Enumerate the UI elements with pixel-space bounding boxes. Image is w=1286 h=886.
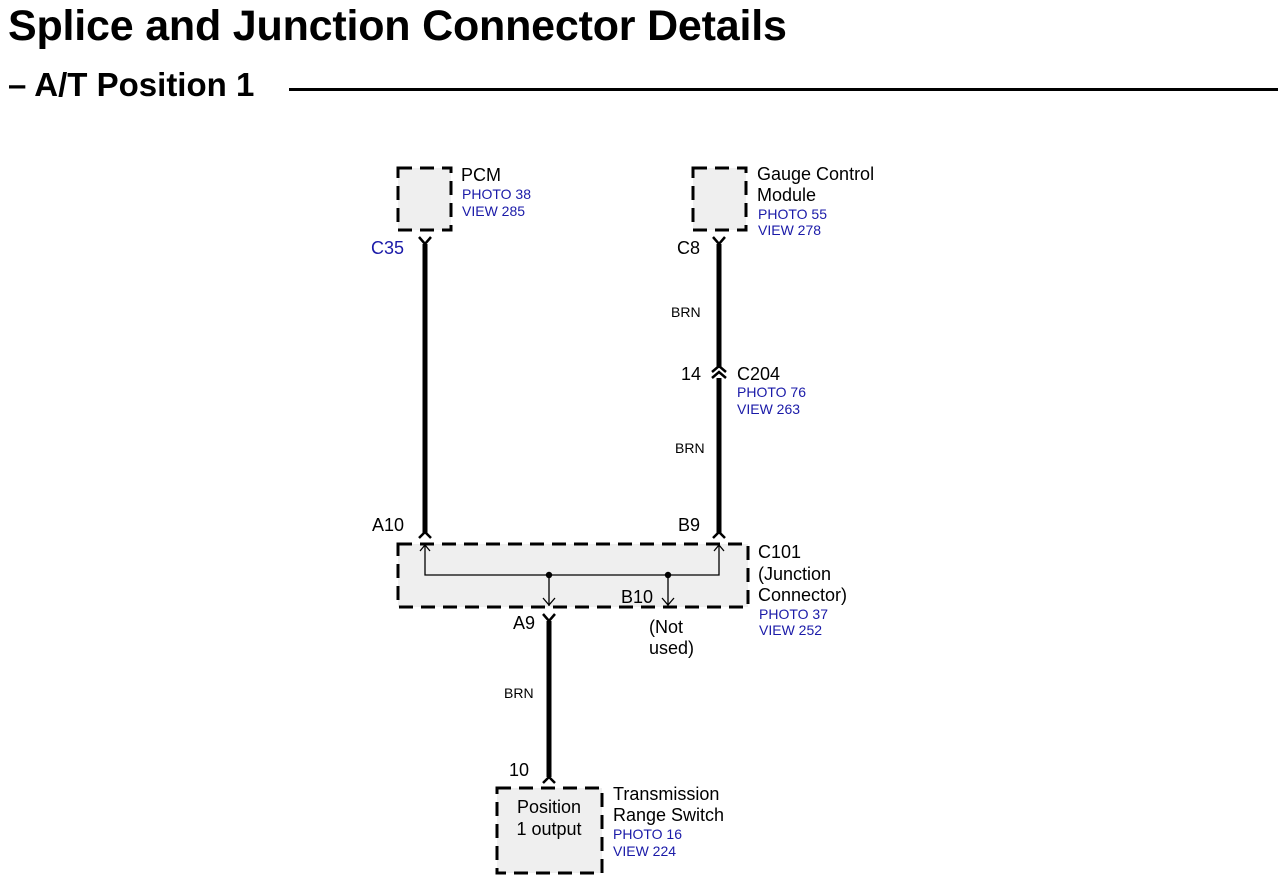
trs-pin-icon bbox=[542, 775, 556, 784]
gauge-connector-label: C8 bbox=[677, 238, 700, 258]
c101-view-link[interactable]: VIEW 252 bbox=[759, 622, 822, 638]
c101-internal-bus bbox=[424, 544, 720, 576]
trs-inner-line1: Position bbox=[517, 797, 581, 817]
wire-color-brn-upper: BRN bbox=[671, 304, 701, 320]
trs-box[interactable] bbox=[495, 786, 604, 875]
c101-label-line2: (Junction bbox=[758, 564, 831, 584]
gauge-photo-link[interactable]: PHOTO 55 bbox=[758, 206, 827, 222]
c101-pin-a9: A9 bbox=[513, 613, 535, 633]
c101-label-line1: C101 bbox=[758, 542, 801, 562]
trs-photo-link[interactable]: PHOTO 16 bbox=[613, 826, 682, 842]
c101-photo-link[interactable]: PHOTO 37 bbox=[759, 606, 828, 622]
c101-label-line3: Connector) bbox=[758, 585, 847, 605]
wire-color-brn-lower: BRN bbox=[504, 685, 534, 701]
pcm-photo-link[interactable]: PHOTO 38 bbox=[462, 186, 531, 202]
c101-inner-arrow-b10 bbox=[661, 597, 675, 606]
c101-not-used-line1: (Not bbox=[649, 617, 683, 637]
gauge-label-line1: Gauge Control bbox=[757, 164, 874, 184]
gauge-box[interactable] bbox=[691, 166, 748, 232]
c101-pin-b10: B10 bbox=[621, 587, 653, 607]
section-heading: – A/T Position 1 bbox=[8, 66, 255, 103]
c101-splice-dot-b10 bbox=[664, 571, 672, 579]
c204-label: C204 bbox=[737, 364, 780, 384]
pcm-pin-icon bbox=[418, 236, 432, 246]
trs-label-line2: Range Switch bbox=[613, 805, 724, 825]
c101-pin-a10: A10 bbox=[372, 515, 404, 535]
pcm-label: PCM bbox=[461, 165, 501, 185]
c204-photo-link[interactable]: PHOTO 76 bbox=[737, 384, 806, 400]
section-rule bbox=[289, 88, 1278, 91]
c101-inner-arrow-a10 bbox=[419, 543, 431, 552]
c204-pin-bottom-icon bbox=[711, 370, 727, 379]
page-title: Splice and Junction Connector Details bbox=[8, 2, 787, 50]
c101-b9-pin-icon bbox=[712, 530, 726, 539]
gauge-view-link[interactable]: VIEW 278 bbox=[758, 222, 821, 238]
pcm-view-link[interactable]: VIEW 285 bbox=[462, 203, 525, 219]
c204-pin-number: 14 bbox=[681, 364, 701, 384]
pcm-box[interactable] bbox=[396, 166, 453, 232]
c204-pin-top-icon bbox=[711, 364, 727, 373]
pcm-connector-link[interactable]: C35 bbox=[371, 238, 404, 258]
trs-view-link[interactable]: VIEW 224 bbox=[613, 843, 676, 859]
c101-a10-pin-icon bbox=[418, 530, 432, 539]
c101-inner-arrow-b9 bbox=[713, 543, 725, 552]
c101-a9-pin-icon bbox=[542, 613, 556, 623]
trs-pin-number: 10 bbox=[509, 760, 529, 780]
c101-not-used-line2: used) bbox=[649, 638, 694, 658]
gauge-label-line2: Module bbox=[757, 185, 816, 205]
c204-view-link[interactable]: VIEW 263 bbox=[737, 401, 800, 417]
trs-label-line1: Transmission bbox=[613, 784, 719, 804]
c101-inner-arrow-a9 bbox=[542, 597, 556, 606]
gauge-pin-icon bbox=[712, 236, 726, 246]
wire-color-brn-middle: BRN bbox=[675, 440, 705, 456]
c101-splice-dot-a9 bbox=[545, 571, 553, 579]
trs-inner-line2: 1 output bbox=[516, 819, 581, 839]
c101-pin-b9: B9 bbox=[678, 515, 700, 535]
